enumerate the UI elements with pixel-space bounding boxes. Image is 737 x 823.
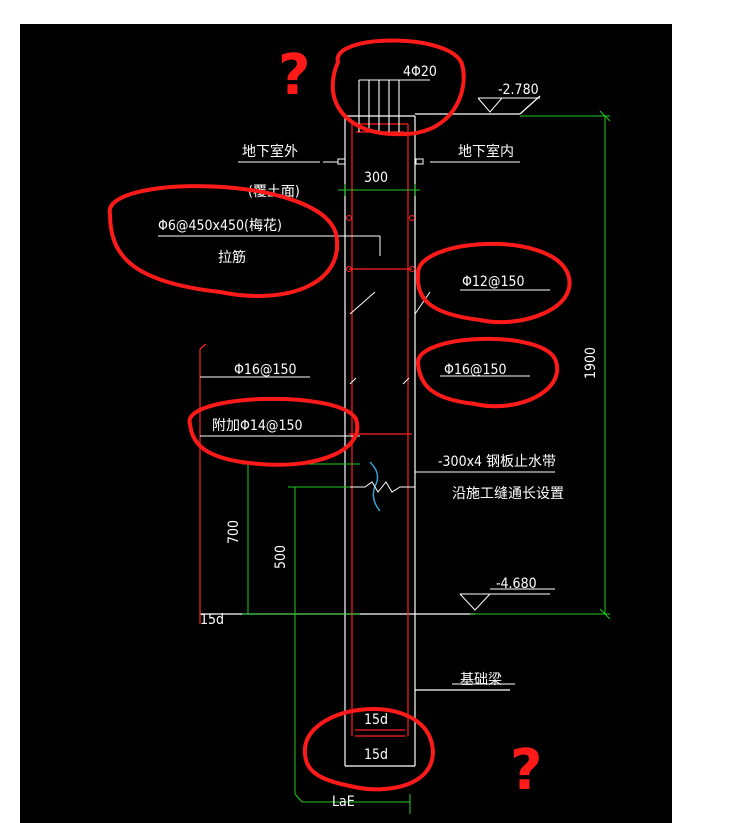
waterstop-note-label: 沿施工缝通长设置 [452,486,564,502]
foundation-beam-label: 基础梁 [460,671,502,688]
waterstop-label: -300x4 钢板止水带 [438,454,556,470]
markup-circle-anchor [302,707,435,792]
markup-circle-vert-right [416,336,560,409]
question-mark-top: ? [278,43,310,108]
top-bars-label: 4Φ20 [403,64,437,80]
anchor-outer-label: 15d [364,747,388,763]
vert-left-label: Φ16@150 [234,362,297,378]
inside-label: 地下室内 [458,143,514,160]
markup-circle-horiz-bar [415,241,572,325]
markup-circle-top-bars [330,38,466,137]
outside-label: 地下室外 [242,143,298,160]
top-bar-stubs [358,79,430,132]
leader-lines [158,161,555,685]
drawing-canvas: 4Φ20 -2.780 地下室外 地下室内 (覆土面) 300 Φ6@450x4… [20,24,672,823]
markup-circles [107,38,572,792]
side-markers [323,158,424,165]
bottom-elevation-label: -4.680 [496,576,537,592]
horiz-bar-label: Φ12@150 [462,274,525,290]
anchor-inner-label: 15d [364,712,388,728]
dim-700-label: 700 [226,520,242,544]
width-label: 300 [364,170,388,186]
markup-circle-extra-bar [187,396,360,467]
rebar-dots [346,215,415,272]
waterstop [350,461,415,512]
height-total-label: 1900 [583,347,599,379]
vert-right-label: Φ16@150 [444,362,507,378]
extra-bar-label: 附加Φ14@150 [212,418,303,434]
dim-500-label: 500 [273,545,289,569]
anchor-left-label: 15d [200,612,224,628]
elevation-markers [459,97,550,611]
tie-spec-label: Φ6@450x450(梅花) [158,218,282,234]
wall-section-drawing: 4Φ20 -2.780 地下室外 地下室内 (覆土面) 300 Φ6@450x4… [107,38,611,814]
markup-circle-tie-spec [107,184,340,298]
question-mark-bottom: ? [510,738,542,803]
tie-name-label: 拉筋 [218,249,246,266]
top-elevation-label: -2.780 [498,82,539,98]
anchor-length-label: LaE [332,794,355,810]
